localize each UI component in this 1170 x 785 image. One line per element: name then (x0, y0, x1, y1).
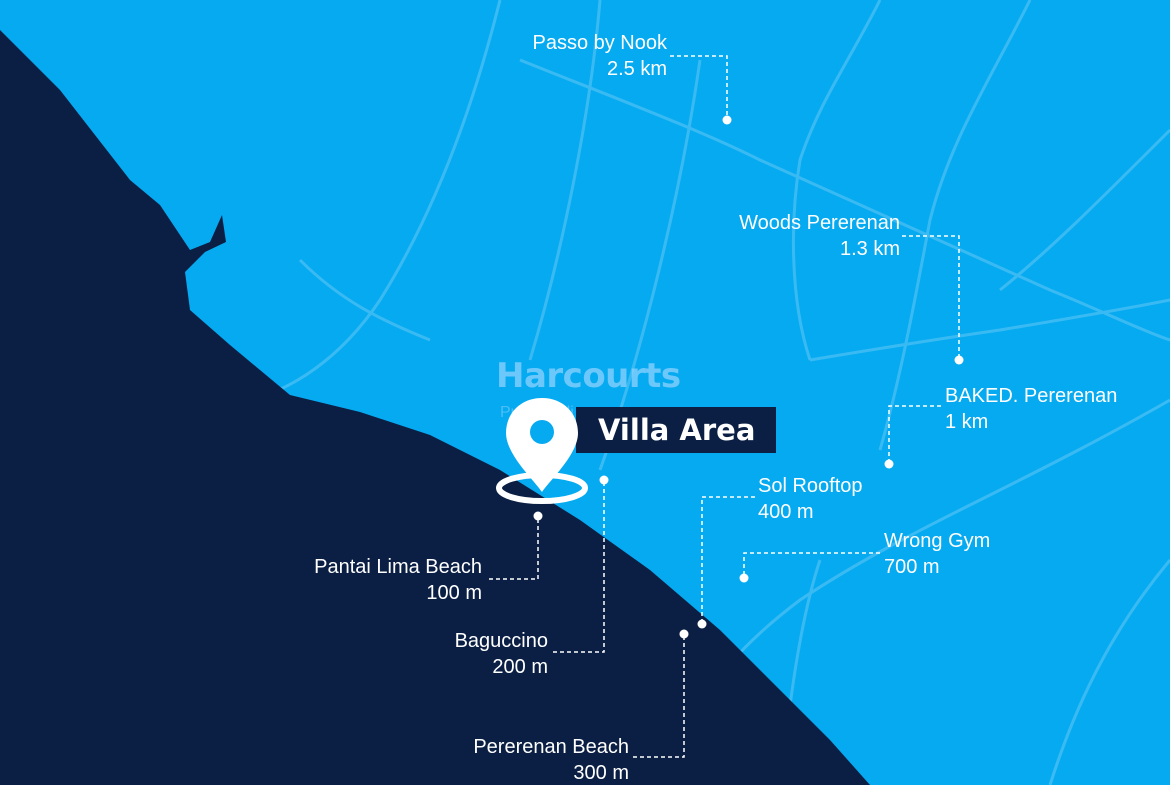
place-label-wrong[interactable]: Wrong Gym 700 m (884, 528, 990, 580)
villa-label-box (576, 407, 776, 453)
place-distance: 300 m (573, 762, 629, 784)
place-label-baked[interactable]: BAKED. Pererenan 1 km (945, 383, 1117, 435)
dot-pantai (533, 511, 543, 521)
place-name: BAKED. Pererenan (945, 385, 1118, 407)
place-label-baguccino[interactable]: Baguccino 200 m (455, 628, 548, 680)
dot-passo (722, 115, 732, 125)
watermark-brand: Harcourts (496, 356, 681, 396)
place-distance: 400 m (758, 501, 814, 523)
dot-wrong (739, 573, 749, 583)
dot-baguccino (599, 475, 609, 485)
dot-pererenan (679, 629, 689, 639)
place-distance: 200 m (492, 656, 548, 678)
place-label-pererenan[interactable]: Pererenan Beach 300 m (473, 734, 629, 785)
place-label-passo[interactable]: Passo by Nook 2.5 km (532, 30, 667, 82)
villa-label: Villa Area (598, 413, 756, 447)
place-name: Wrong Gym (884, 530, 991, 552)
place-label-pantai[interactable]: Pantai Lima Beach 100 m (314, 554, 482, 606)
place-name: Sol Rooftop (758, 475, 863, 497)
place-name: Baguccino (454, 630, 548, 652)
place-name: Woods Pererenan (739, 212, 900, 234)
dot-woods (954, 355, 964, 365)
place-name: Pererenan Beach (473, 736, 629, 758)
dot-baked (884, 459, 894, 469)
place-label-sol[interactable]: Sol Rooftop 400 m (758, 473, 863, 525)
sea-area (0, 30, 870, 785)
place-distance: 2.5 km (606, 58, 667, 80)
leader-lines (489, 55, 960, 758)
place-distance: 1 km (945, 411, 989, 433)
road-network (249, 0, 1170, 785)
dot-sol (697, 619, 707, 629)
place-name: Passo by Nook (532, 32, 667, 54)
place-distance: 1.3 km (839, 238, 900, 260)
place-label-woods[interactable]: Woods Pererenan 1.3 km (739, 210, 900, 262)
place-name: Pantai Lima Beach (314, 556, 482, 578)
place-dots (533, 115, 964, 639)
place-distance: 100 m (426, 582, 482, 604)
location-pin-icon[interactable] (494, 396, 590, 506)
place-distance: 700 m (884, 556, 940, 578)
